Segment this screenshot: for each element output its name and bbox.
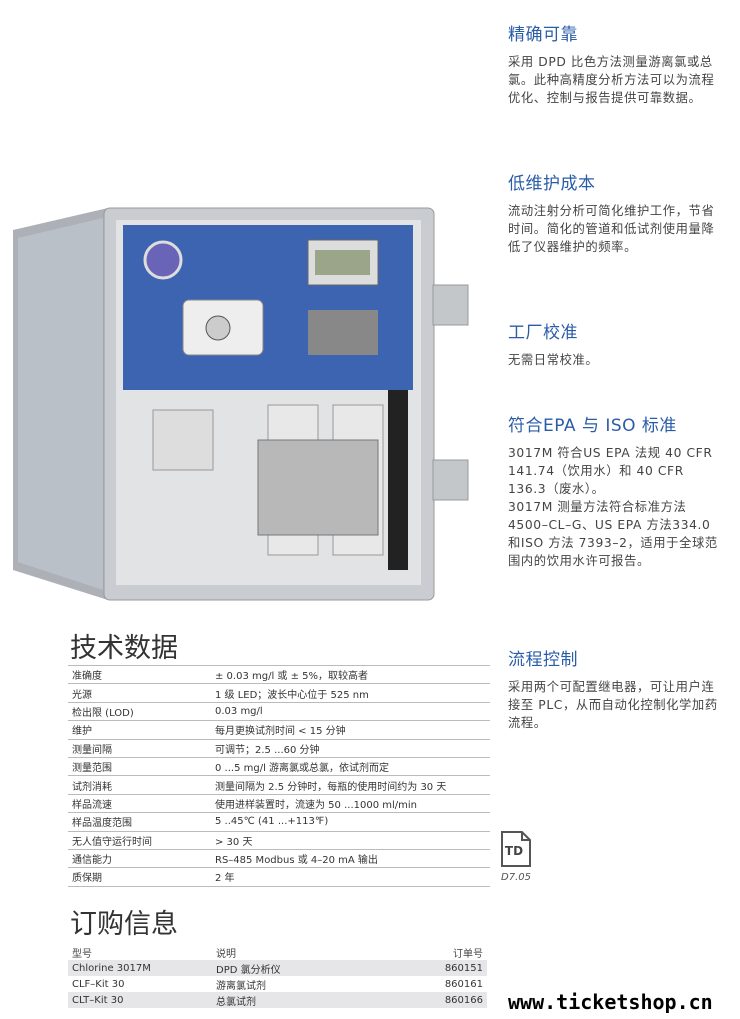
order-header-row: 型号 说明 订单号: [68, 944, 487, 960]
feature-body: 采用 DPD 比色方法测量游离氯或总氯。此种高精度分析方法可以为流程优化、控制与…: [508, 55, 715, 105]
spec-title: 技术数据: [70, 633, 178, 664]
spec-row: 无人值守运行时间> 30 天: [68, 830, 490, 850]
feature-body: 无需日常校准。: [508, 353, 599, 367]
feature-accuracy: 精确可靠 采用 DPD 比色方法测量游离氯或总氯。此种高精度分析方法可以为流程优…: [508, 20, 723, 107]
feature-body: 采用两个可配置继电器，可让用户连接至 PLC，从而自动化控制化学加药流程。: [508, 680, 718, 730]
spec-row: 试剂消耗测量间隔为 2.5 分钟时，每瓶的使用时间约为 30 天: [68, 775, 490, 795]
feature-body: 3017M 符合US EPA 法规 40 CFR 141.74（饮用水）和 40…: [508, 446, 713, 496]
spec-value: 1 级 LED；波长中心位于 525 nm: [211, 683, 490, 703]
td-document-icon[interactable]: TD D7.05: [498, 830, 534, 883]
td-code: D7.05: [501, 872, 531, 883]
feature-process-control: 流程控制 采用两个可配置继电器，可让用户连接至 PLC，从而自动化控制化学加药流…: [508, 645, 723, 732]
spec-label: 无人值守运行时间: [68, 830, 211, 850]
order-title: 订购信息: [70, 909, 178, 940]
feature-body: 流动注射分析可简化维护工作，节省时间。简化的管道和低试剂使用量降低了仪器维护的频…: [508, 204, 715, 254]
spec-label: 样品温度范围: [68, 812, 211, 832]
spec-value: 5 ..45℃ (41 ...+113℉): [211, 812, 490, 832]
order-row: CLF–Kit 30 游离氯试剂 860161: [68, 976, 487, 992]
spec-value: 2 年: [211, 867, 490, 887]
spec-row: 准确度± 0.03 mg/l 或 ± 5%，取较高者: [68, 664, 490, 684]
order-model: CLT–Kit 30: [68, 992, 212, 1008]
order-model: CLF–Kit 30: [72, 978, 125, 990]
order-number: 860166: [380, 992, 487, 1008]
feature-maintenance: 低维护成本 流动注射分析可简化维护工作，节省时间。简化的管道和低试剂使用量降低了…: [508, 169, 723, 256]
feature-title: 工厂校准: [508, 323, 578, 343]
spec-label: 检出限 (LOD): [68, 701, 211, 721]
spec-label: 测量间隔: [68, 738, 211, 758]
spec-row: 维护每月更换试剂时间 < 15 分钟: [68, 720, 490, 740]
spec-row: 测量间隔可调节；2.5 ...60 分钟: [68, 738, 490, 758]
feature-calibration: 工厂校准 无需日常校准。: [508, 318, 723, 369]
spec-label: 通信能力: [68, 848, 211, 868]
spec-label: 准确度: [68, 664, 211, 684]
feature-body-2: 3017M 测量方法符合标准方法 4500–CL–G、US EPA 方法334.…: [508, 500, 718, 568]
spec-value: 测量间隔为 2.5 分钟时，每瓶的使用时间约为 30 天: [211, 775, 490, 795]
spec-value: > 30 天: [211, 830, 490, 850]
order-model: Chlorine 3017M: [68, 960, 212, 976]
spec-label: 试剂消耗: [68, 775, 211, 795]
spec-label: 质保期: [68, 867, 211, 887]
header-description: 说明: [216, 948, 236, 960]
spec-value: 使用进样装置时，流速为 50 ...1000 ml/min: [211, 793, 490, 813]
document-icon: [501, 831, 531, 867]
spec-label: 测量范围: [68, 756, 211, 776]
spec-value: 可调节；2.5 ...60 分钟: [211, 738, 490, 758]
td-label: TD: [504, 844, 524, 858]
spec-label: 样品流速: [68, 793, 211, 813]
spec-value: 0.03 mg/l: [211, 701, 490, 721]
order-description: 游离氯试剂: [216, 980, 266, 992]
spec-value: RS–485 Modbus 或 4–20 mA 输出: [211, 848, 490, 868]
header-model: 型号: [72, 948, 92, 960]
spec-value: 0 ...5 mg/l 游离氯或总氯，依试剂而定: [211, 756, 490, 776]
feature-title: 精确可靠: [508, 25, 578, 45]
feature-title: 流程控制: [508, 650, 578, 670]
spec-row: 样品流速使用进样装置时，流速为 50 ...1000 ml/min: [68, 793, 490, 813]
feature-title: 低维护成本: [508, 174, 596, 194]
watermark: www.ticketshop.cn: [508, 990, 713, 1014]
spec-row: 检出限 (LOD)0.03 mg/l: [68, 701, 490, 721]
order-number: 860151: [380, 960, 487, 976]
header-order-number: 订单号: [453, 948, 483, 960]
order-description: 总氯试剂: [212, 992, 381, 1008]
feature-compliance: 符合EPA 与 ISO 标准 3017M 符合US EPA 法规 40 CFR …: [508, 411, 723, 570]
order-number: 860161: [444, 978, 483, 990]
spec-label: 维护: [68, 720, 211, 740]
spec-value: ± 0.03 mg/l 或 ± 5%，取较高者: [211, 664, 490, 684]
order-description: DPD 氯分析仪: [212, 960, 381, 976]
spec-label: 光源: [68, 683, 211, 703]
feature-title: 符合EPA 与 ISO 标准: [508, 416, 677, 436]
spec-value: 每月更换试剂时间 < 15 分钟: [211, 720, 490, 740]
analyzer-photo: [13, 207, 469, 601]
